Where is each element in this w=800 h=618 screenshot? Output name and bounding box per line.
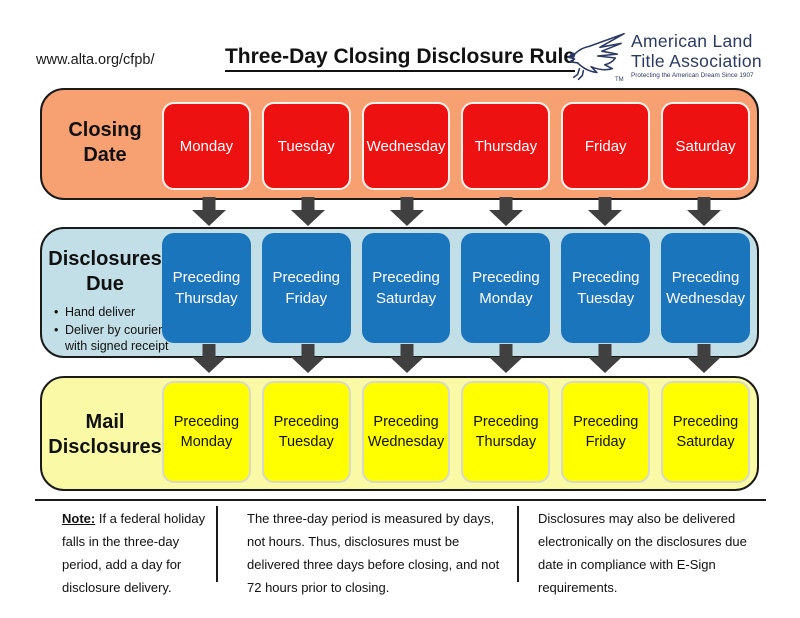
down-arrow-icon [290,344,326,374]
closing-day-tuesday: Tuesday [261,102,351,190]
closing-day-thursday: Thursday [461,102,551,190]
note-label: Note: [62,511,96,526]
closing-date-label: Closing Date [68,119,142,166]
footer-right-text: Disclosures may also be delivered electr… [538,511,747,596]
page-title: Three-Day Closing Disclosure Rule [0,45,800,72]
down-arrow-icon [191,197,227,227]
logo-name-line2: Title Association [631,51,762,71]
alta-logo: TM American Land Title Association Prote… [563,30,773,88]
logo-tagline: Protecting the American Dream Since 1907 [631,72,754,79]
closing-day-wednesday: Wednesday [361,102,451,190]
footer-vertical-divider [216,506,218,582]
alta-url-text: www.alta.org/cfpb/ [36,52,155,68]
down-arrow-icon [587,197,623,227]
disclosures-due-label: Disclosures Due [48,248,162,295]
footer-middle-text: The three-day period is measured by days… [247,511,500,596]
eagle-icon [563,30,627,89]
logo-wordmark: American Land Title Association Protecti… [631,31,762,79]
trademark-text: TM [615,77,624,83]
footer-vertical-divider [517,506,519,582]
closing-day-monday: Monday [162,102,251,190]
disclosures-due-bullets: •Hand deliver •Deliver by courier with s… [54,304,180,356]
closing-date-band: Closing Date Monday Tuesday Wednesday Th… [40,88,759,200]
down-arrow-icon [191,344,227,374]
down-arrow-icon [389,197,425,227]
footer-divider-line [35,499,766,501]
closing-day-friday: Friday [561,102,651,190]
logo-name-line1: American Land [631,31,753,51]
bullet-courier: •Deliver by courier with signed receipt [54,323,169,353]
bullet-hand-deliver: •Hand deliver [54,305,136,319]
down-arrow-icon [587,344,623,374]
down-arrow-icon [389,344,425,374]
down-arrow-icon [488,344,524,374]
down-arrow-icon [290,197,326,227]
disclosures-due-band: Disclosures Due •Hand deliver •Deliver b… [40,227,759,358]
mail-disclosures-label: Mail Disclosures [48,411,162,458]
closing-date-boxes: Monday Tuesday Wednesday Thursday Friday… [162,102,750,190]
down-arrow-icon [488,197,524,227]
footer-note-text: Note: If a federal holiday falls in the … [62,511,206,596]
down-arrow-icon [686,197,722,227]
closing-day-saturday: Saturday [661,102,750,190]
down-arrow-icon [686,344,722,374]
